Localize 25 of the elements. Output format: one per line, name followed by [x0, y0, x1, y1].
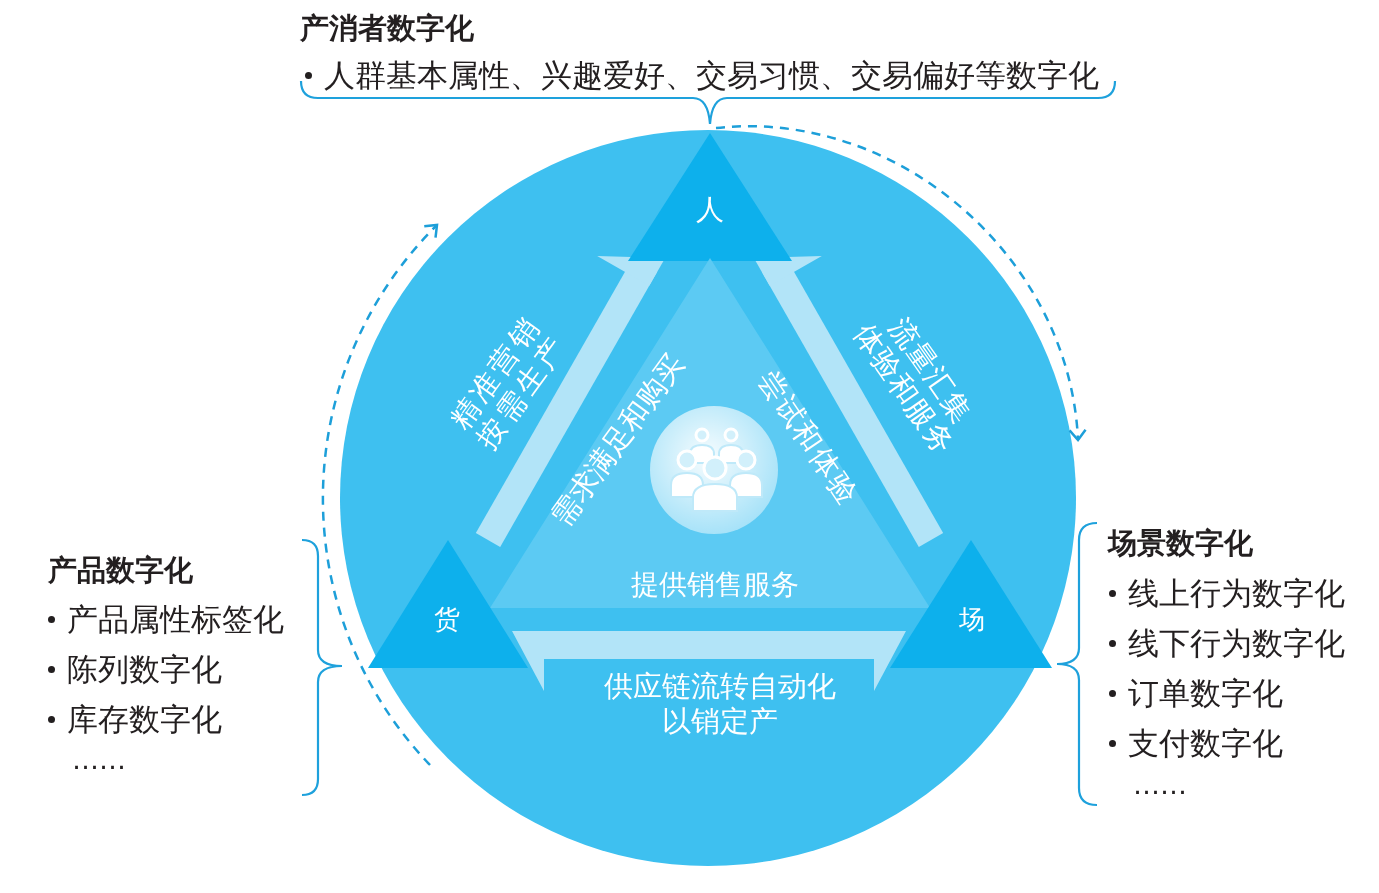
- triangle-node: [628, 133, 792, 261]
- section-heading: 场景数字化: [1108, 525, 1253, 561]
- list-item: 支付数字化: [1128, 725, 1283, 762]
- node-label: 提供销售服务: [631, 571, 799, 599]
- node-label: 货: [434, 606, 460, 632]
- edge-label: 精准营销按需生产: [443, 309, 575, 455]
- node-label: 场: [959, 606, 985, 632]
- list-item: 库存数字化: [67, 701, 222, 738]
- triangle-node: [890, 540, 1052, 668]
- list-item: 人群基本属性、兴趣爱好、交易习惯、交易偏好等数字化: [324, 57, 1099, 94]
- list-item: 陈列数字化: [67, 651, 222, 688]
- list-item: 产品属性标签化: [67, 601, 284, 638]
- band-arrow: [512, 630, 906, 691]
- band-arrow: [753, 255, 944, 547]
- ellipsis: ……: [1133, 769, 1187, 801]
- triangle-node: [368, 540, 528, 668]
- section-heading: 产消者数字化: [300, 10, 474, 46]
- node-label: 人: [696, 196, 724, 224]
- ellipsis: ……: [72, 744, 126, 776]
- list-item: 线上行为数字化: [1128, 575, 1345, 612]
- list-item: 订单数字化: [1128, 675, 1283, 712]
- edge-label: 供应链流转自动化以销定产: [604, 669, 836, 739]
- list-item: 线下行为数字化: [1128, 625, 1345, 662]
- section-heading: 产品数字化: [48, 552, 193, 588]
- band-arrow: [475, 255, 666, 547]
